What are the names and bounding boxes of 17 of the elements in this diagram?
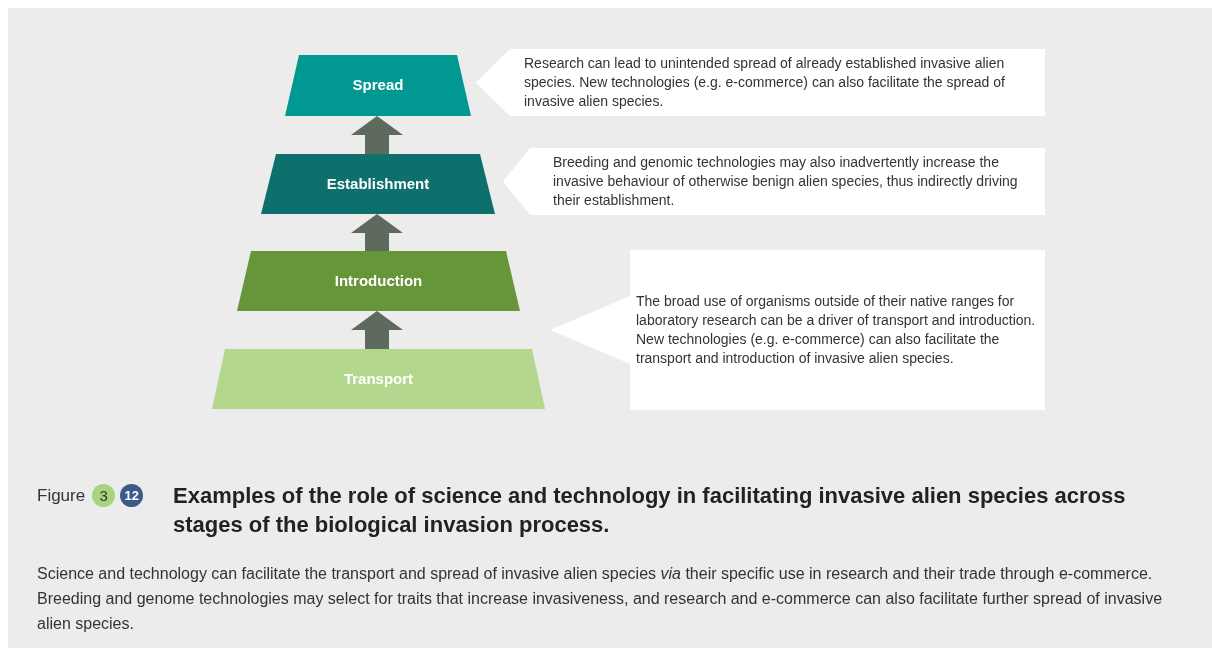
figure-label: Figure: [37, 485, 86, 507]
stage-trapezoid: [212, 349, 545, 409]
stage-label: Establishment: [326, 173, 430, 194]
stage-label: Introduction: [334, 270, 423, 291]
callout-text: The broad use of organisms outside of their native ranges for laboratory research can be a driver of transport and introduction. New technologies (e.g. e-commerce) can also facilitate the transport and introduction of invasive alien species.: [636, 292, 1037, 368]
stage-label: Spread: [352, 75, 404, 96]
figure-title: Examples of the role of science and technology in facilitating invasive alien species across stages of the biological invasion process.: [173, 482, 1127, 539]
stage-label: Transport: [343, 368, 414, 389]
block-arrow: [351, 311, 403, 349]
stage-trapezoid: [261, 154, 495, 214]
callout-text: Research can lead to unintended spread of already established invasive alien species. New technologies (e.g. e-commerce) can also facilitate the spread of invasive alien species.: [524, 54, 1006, 111]
stage-trapezoid: [237, 251, 520, 311]
stage-trapezoid: [285, 55, 471, 116]
figure-caption: Science and technology can facilitate the transport and spread of invasive alien species via their specific use in research and their trade through e-commerce. Breeding and genome technologies may select for traits that increase invasiveness, and research and e-commerce can also facilitate further spread of invasive alien species.: [37, 564, 1164, 634]
block-arrow: [351, 214, 403, 251]
block-arrow: [351, 116, 403, 154]
callout-text: Breeding and genomic technologies may also inadvertently increase the invasive behaviour of otherwise benign alien species, thus indirectly driving their establishment.: [553, 153, 1019, 210]
